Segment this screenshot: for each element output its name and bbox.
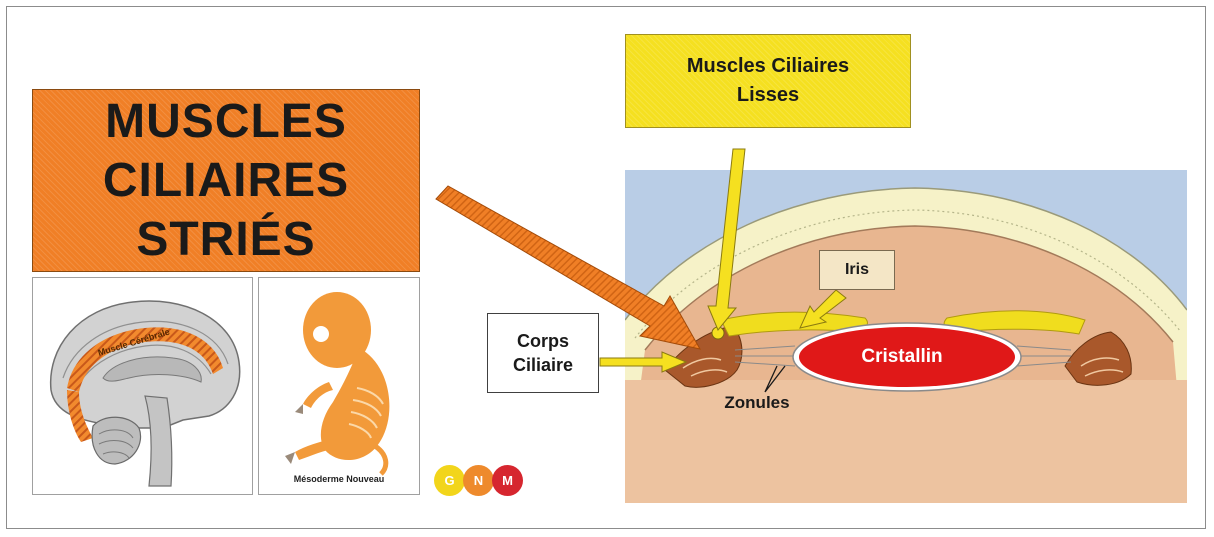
corps-line-2: Ciliaire	[488, 353, 598, 377]
yellow-arrow-iris	[800, 290, 846, 328]
lisses-line-1: Muscles Ciliaires	[626, 52, 910, 81]
lisses-line-2: Lisses	[626, 81, 910, 110]
label-corps-ciliaire: Corps Ciliaire	[487, 313, 599, 393]
yellow-arrow-corps	[600, 352, 686, 372]
yellow-arrow-lisses	[708, 149, 745, 330]
corps-line-1: Corps	[488, 329, 598, 353]
label-iris: Iris	[819, 250, 895, 290]
label-cristallin: Cristallin	[832, 345, 972, 369]
label-zonules: Zonules	[712, 392, 802, 414]
label-muscles-ciliaires-lisses: Muscles Ciliaires Lisses	[625, 34, 911, 128]
